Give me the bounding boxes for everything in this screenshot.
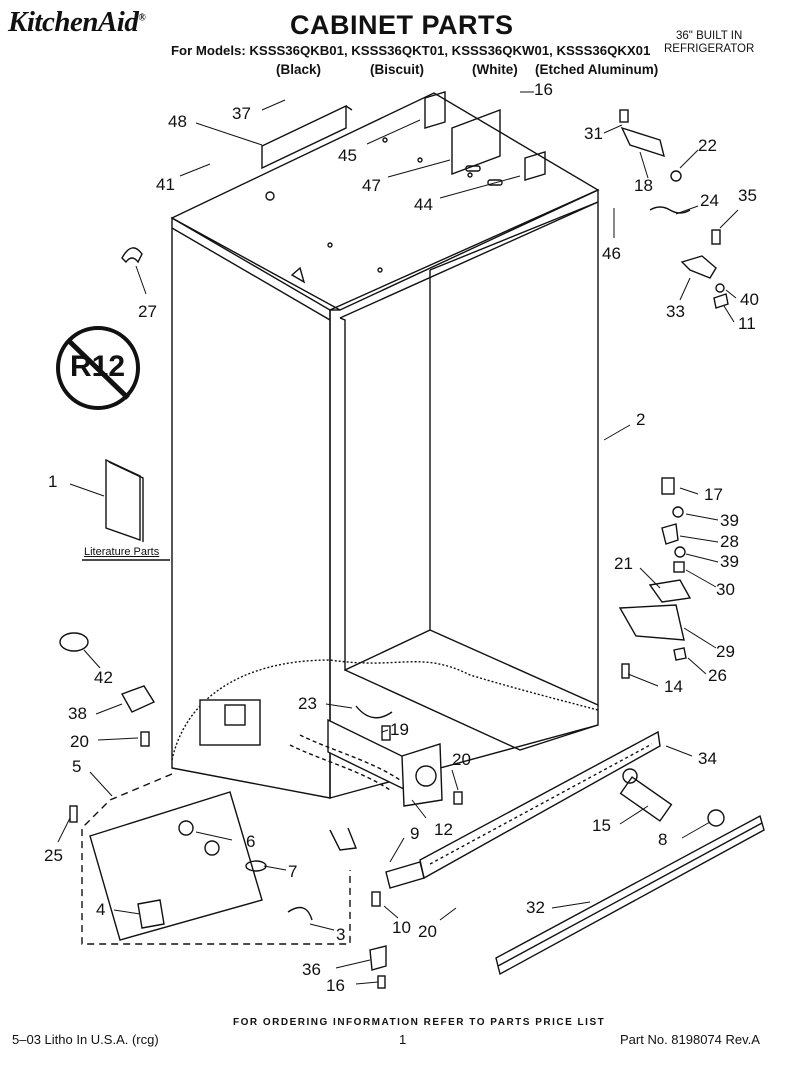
- page-number: 1: [399, 1032, 407, 1047]
- r12-label: R12: [70, 350, 126, 383]
- callout-3: 3: [336, 925, 346, 944]
- left-small-parts: [59, 632, 156, 747]
- callout-48: 48: [168, 112, 187, 131]
- callout-9: 9: [410, 824, 420, 843]
- cabinet-body: [170, 92, 600, 799]
- callout-8: 8: [658, 830, 668, 849]
- callout-40: 40: [740, 290, 759, 309]
- callout-16-bottom: 16: [326, 976, 345, 995]
- callout-29: 29: [716, 642, 735, 661]
- callout-26: 26: [708, 666, 727, 685]
- callout-41: 41: [156, 175, 175, 194]
- callout-39-upper: 39: [720, 511, 739, 530]
- top-hinge-parts: [619, 109, 729, 309]
- callout-15: 15: [592, 816, 611, 835]
- callout-20-bottom: 20: [418, 922, 437, 941]
- callout-39-lower: 39: [720, 552, 739, 571]
- callout-5: 5: [72, 757, 82, 776]
- callout-28: 28: [720, 532, 739, 551]
- callout-2: 2: [636, 410, 646, 429]
- literature-booklet: [82, 458, 170, 561]
- callout-46: 46: [602, 244, 621, 263]
- callout-19: 19: [390, 720, 409, 739]
- callout-34: 34: [698, 749, 717, 768]
- part-number: Part No. 8198074 Rev.A: [620, 1032, 760, 1047]
- callout-31: 31: [584, 124, 603, 143]
- top-rail-part: [261, 104, 353, 170]
- callout-4: 4: [96, 900, 106, 919]
- registered-mark: ®: [138, 12, 146, 24]
- variant-biscuit: (Biscuit): [370, 62, 424, 77]
- callout-7: 7: [288, 862, 298, 881]
- no-r12-badge: [56, 326, 140, 410]
- callout-45: 45: [338, 146, 357, 165]
- grille-kickplate-parts: [385, 730, 765, 976]
- callout-21: 21: [614, 554, 633, 573]
- variant-white: (White): [472, 62, 518, 77]
- callout-38: 38: [68, 704, 87, 723]
- callout-1: 1: [48, 472, 58, 491]
- callout-17: 17: [704, 485, 723, 504]
- variant-etched-aluminum: (Etched Aluminum): [535, 62, 659, 77]
- callout-23: 23: [298, 694, 317, 713]
- callout-22: 22: [698, 136, 717, 155]
- callout-27: 27: [138, 302, 157, 321]
- page-title: CABINET PARTS: [290, 10, 514, 40]
- bottom-hinge-parts: [618, 477, 692, 679]
- clip-part: [121, 247, 143, 264]
- callout-32: 32: [526, 898, 545, 917]
- litho-note: 5–03 Litho In U.S.A. (rcg): [12, 1032, 159, 1047]
- callout-24: 24: [700, 191, 719, 210]
- callout-42: 42: [94, 668, 113, 687]
- callout-20-center: 20: [452, 750, 471, 769]
- callout-35: 35: [738, 186, 757, 205]
- hinge-bracket-parts: [424, 91, 546, 186]
- compressor-tray-parts: [69, 773, 387, 989]
- callout-37: 37: [232, 104, 251, 123]
- literature-parts-label: Literature Parts: [84, 546, 160, 558]
- callout-36: 36: [302, 960, 321, 979]
- brand-name: KitchenAid: [8, 6, 139, 38]
- callout-30: 30: [716, 580, 735, 599]
- product-type: 36" BUILT IN REFRIGERATOR: [664, 30, 754, 55]
- callout-11: 11: [738, 314, 756, 333]
- callout-14: 14: [664, 677, 683, 696]
- callout-18: 18: [634, 176, 653, 195]
- product-type-line-2: REFRIGERATOR: [664, 42, 755, 55]
- callout-6: 6: [246, 832, 256, 851]
- callout-leaders: [57, 91, 739, 985]
- product-type-line-1: 36" BUILT IN: [676, 30, 743, 42]
- callout-10: 10: [392, 918, 411, 937]
- callout-47: 47: [362, 176, 381, 195]
- ordering-note: FOR ORDERING INFORMATION REFER TO PARTS …: [233, 1017, 606, 1028]
- callout-33: 33: [666, 302, 685, 321]
- brand-logo: KitchenAid®: [8, 6, 146, 39]
- callout-25: 25: [44, 846, 63, 865]
- machine-compartment-parts: [171, 659, 599, 851]
- callout-20-left: 20: [70, 732, 89, 751]
- variant-black: (Black): [276, 62, 322, 77]
- callout-16-top: 16: [534, 80, 553, 99]
- model-list: For Models: KSSS36QKB01, KSSS36QKT01, KS…: [171, 43, 651, 58]
- callout-44: 44: [414, 195, 433, 214]
- callout-12: 12: [434, 820, 453, 839]
